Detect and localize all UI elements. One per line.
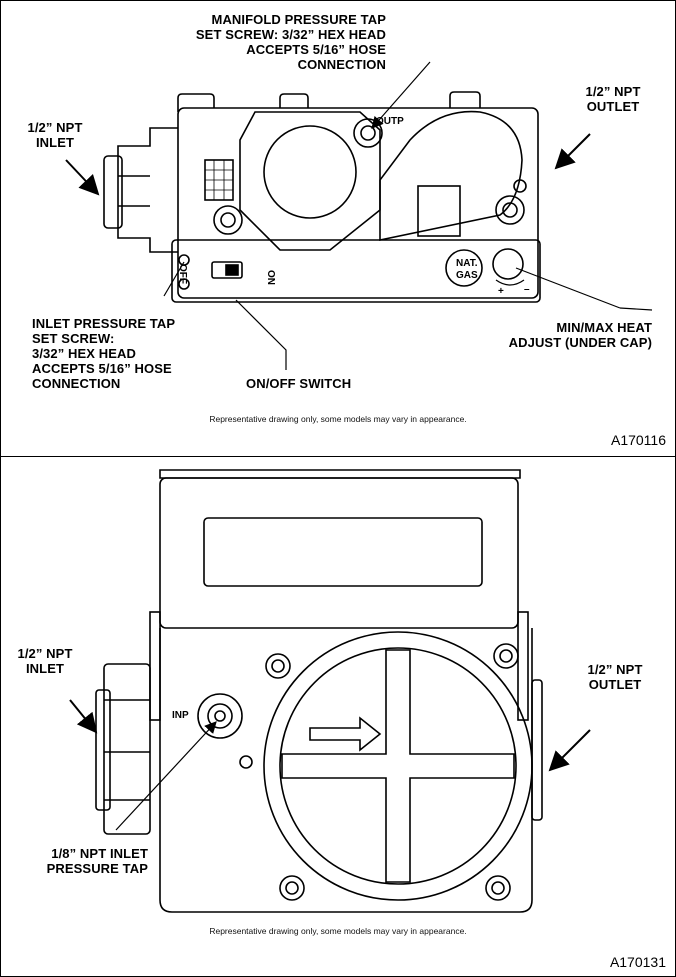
top-outlet-callout: 1/2” NPT OUTLET <box>585 84 641 114</box>
off-marking: OFF <box>177 264 188 284</box>
minus-marking: – <box>524 284 530 295</box>
inp-marking: INP <box>172 710 189 721</box>
inlet-pressure-tap-bottom-callout: 1/8” NPT INLET PRESSURE TAP <box>46 846 148 876</box>
inlet-pressure-tap-callout: INLET PRESSURE TAP SET SCREW: 3/32” HEX … <box>32 316 176 391</box>
bottom-outlet-callout: 1/2” NPT OUTLET <box>587 662 643 692</box>
plus-marking: + <box>498 286 504 297</box>
top-figure-id: A170116 <box>610 432 666 448</box>
figure-divider <box>0 456 676 457</box>
bottom-inlet-callout: 1/2” NPT INLET <box>17 646 73 676</box>
on-off-switch-callout: ON/OFF SWITCH <box>246 376 352 391</box>
bottom-figure-id: A170131 <box>609 954 666 970</box>
gas-label-line2: GAS <box>456 270 478 281</box>
top-caption: Representative drawing only, some models… <box>209 414 467 424</box>
bottom-valve-drawing: INP <box>69 469 591 913</box>
gas-label-line1: NAT. <box>456 258 478 269</box>
min-max-heat-callout: MIN/MAX HEAT ADJUST (UNDER CAP) <box>508 320 652 350</box>
manifold-pressure-tap-callout: MANIFOLD PRESSURE TAP SET SCREW: 3/32” H… <box>195 12 386 72</box>
outlet-marking: OUTP <box>376 116 404 127</box>
top-inlet-callout: 1/2” NPT INLET <box>27 120 83 150</box>
top-valve-drawing: OUTP NAT. GAS + – ON OFF <box>65 61 653 370</box>
on-marking: ON <box>265 270 276 285</box>
bottom-caption: Representative drawing only, some models… <box>209 926 467 936</box>
